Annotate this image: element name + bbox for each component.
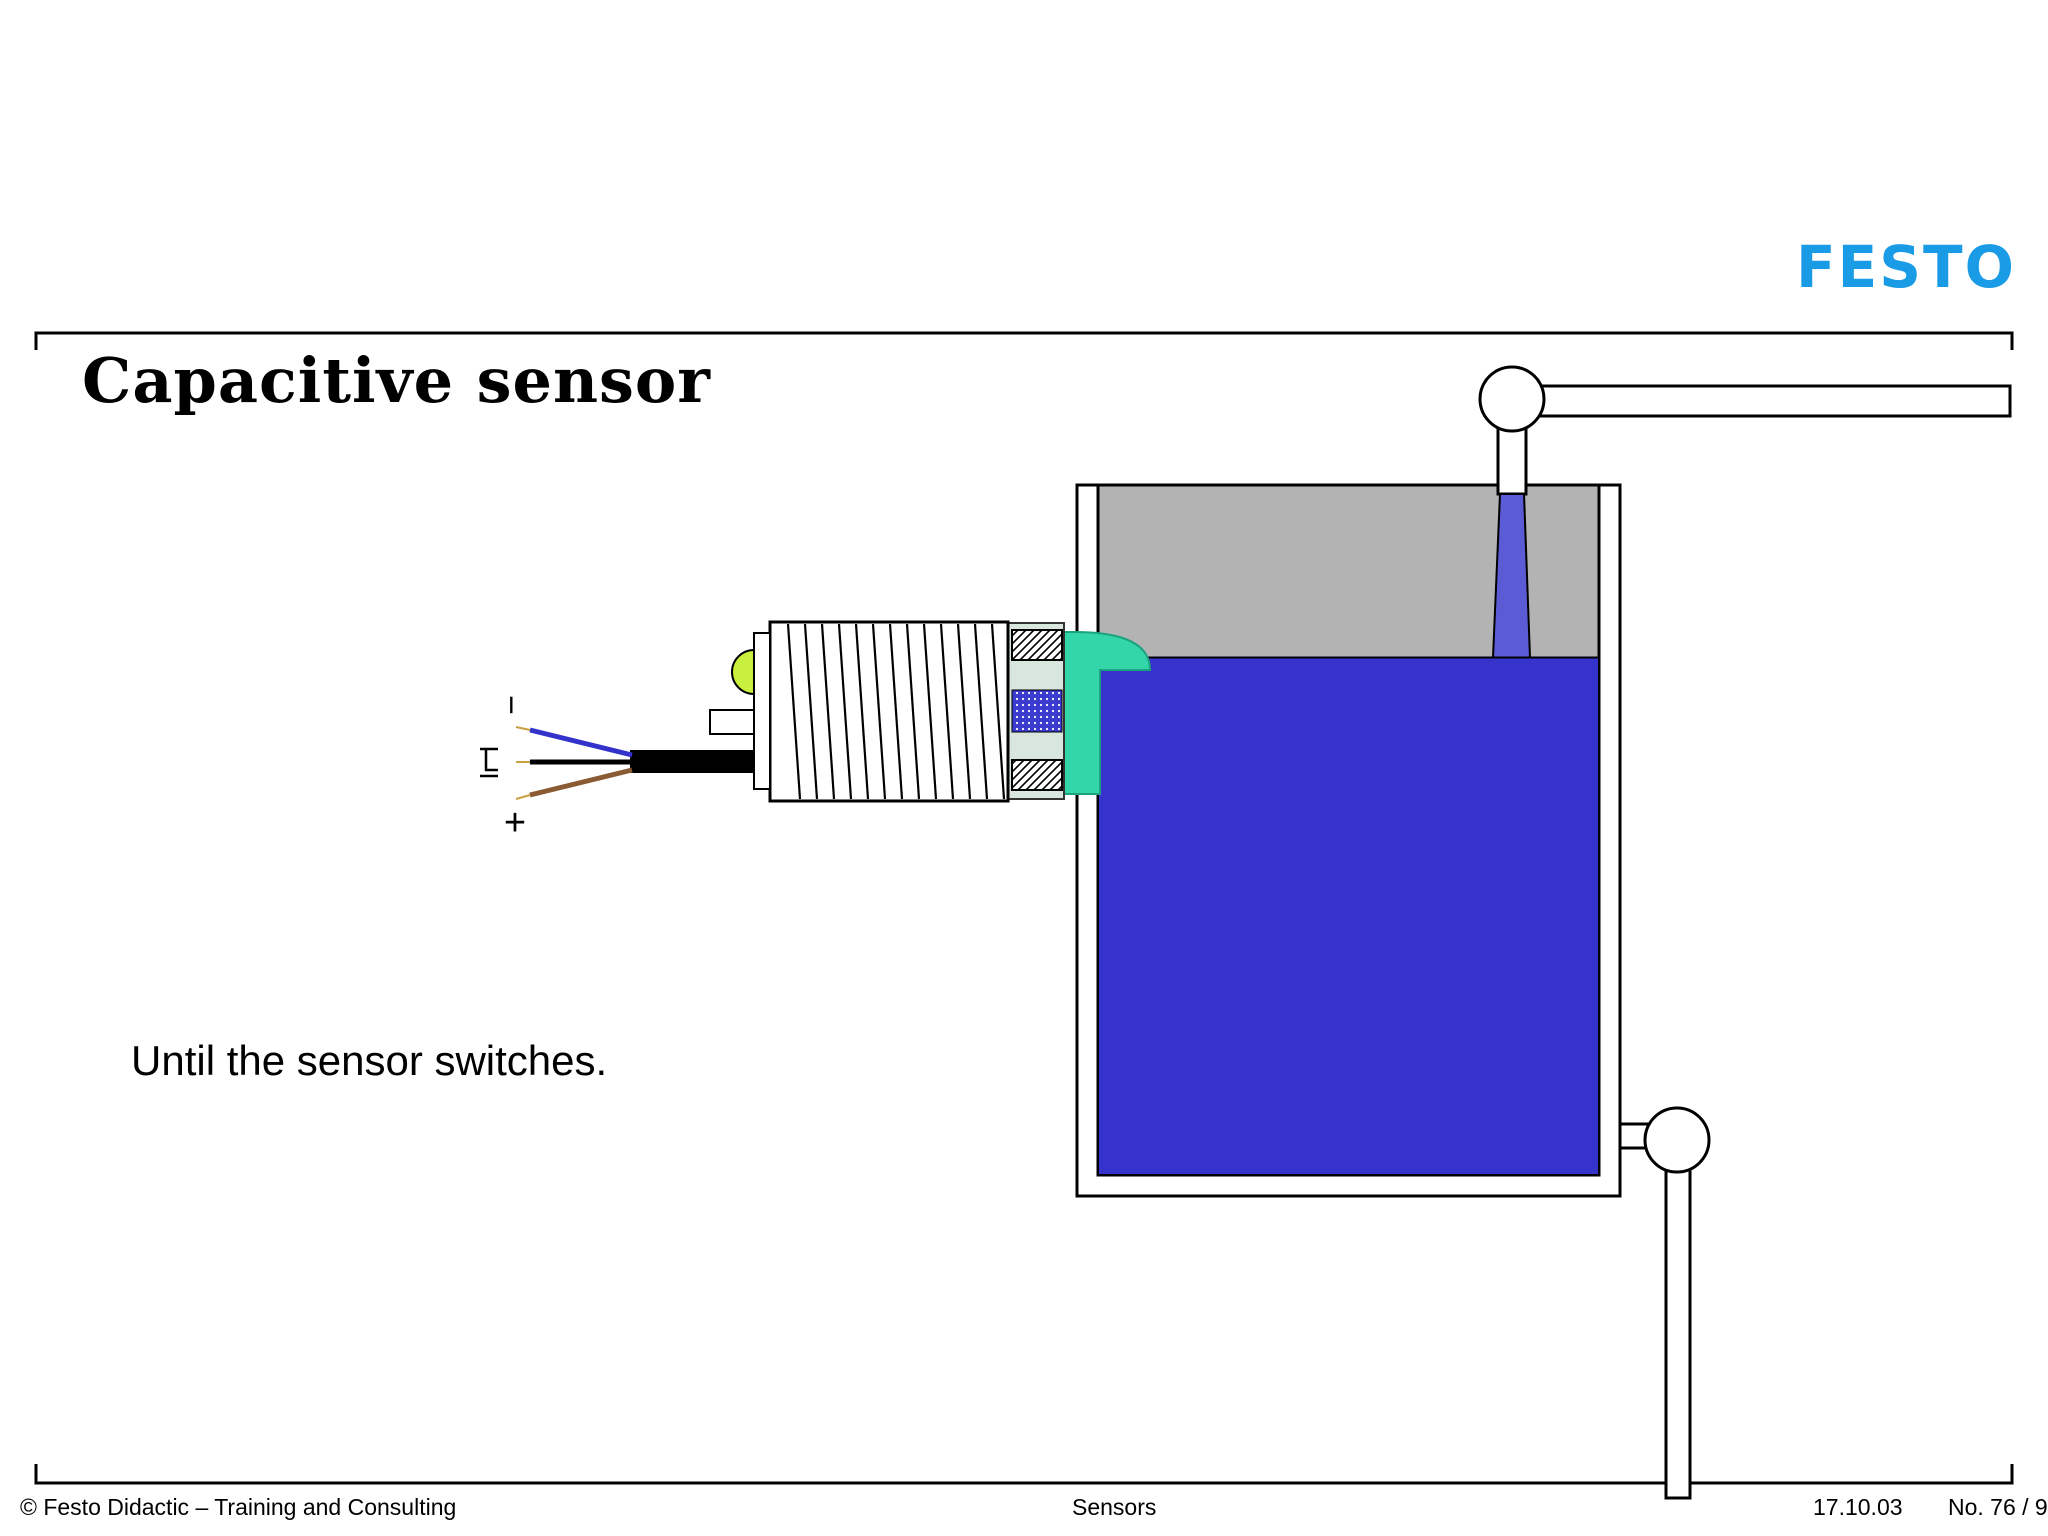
thread-line [939, 623, 955, 800]
inlet-valve-icon [1478, 365, 1546, 433]
outlet-valve-icon [1643, 1106, 1711, 1174]
thread-line [803, 623, 819, 800]
sensitivity-adjuster [709, 709, 755, 735]
electrode-middle [1011, 689, 1063, 733]
sensor-cable [630, 750, 754, 773]
thread-line [905, 623, 921, 800]
tank [1075, 483, 1622, 1198]
sensor-back-flange [753, 632, 771, 790]
slide-caption: Until the sensor switches. [131, 1037, 608, 1084]
wire-label-output-icon [484, 747, 498, 772]
footer-copyright: © Festo Didactic – Training and Consulti… [20, 1494, 457, 1520]
thread-line [973, 623, 989, 800]
wire-tip-brown [515, 794, 531, 800]
led-indicator-icon [731, 648, 755, 696]
inlet-stream [1491, 493, 1532, 659]
footer-topic: Sensors [1072, 1494, 1157, 1520]
thread-line [786, 623, 802, 800]
footer-date: 17.10.03 [1813, 1494, 1903, 1520]
thread-line [922, 623, 938, 800]
thread-line [854, 623, 870, 800]
thread-line [871, 623, 887, 800]
festo-logo: FESTO [1796, 233, 2016, 301]
outlet-pipe [1596, 1106, 1711, 1500]
thread-line [820, 623, 836, 800]
slide-title: Capacitive sensor [82, 344, 711, 417]
electrode-lower [1011, 759, 1063, 791]
bottom-frame-line [34, 1464, 2014, 1485]
thread-line [990, 623, 1006, 800]
wire-brown [529, 767, 633, 798]
wire-label-minus: − [492, 695, 530, 715]
thread-line [837, 623, 853, 800]
tank-liquid [1097, 656, 1600, 1176]
sensor-active-face [1063, 631, 1152, 795]
thread-line [956, 623, 972, 800]
capacitive-sensor: − + [480, 620, 1152, 844]
wire-tip-blue [515, 726, 531, 731]
wire-label-plus: + [504, 802, 526, 844]
thread-line [888, 623, 904, 800]
inlet-pipe [1478, 365, 2012, 659]
wire-blue [529, 727, 633, 758]
sensor-threads [786, 623, 1006, 800]
footer-page-number: No. 76 / 9 [1948, 1494, 2048, 1520]
electrode-upper [1011, 629, 1063, 661]
top-frame-line [34, 331, 2014, 350]
